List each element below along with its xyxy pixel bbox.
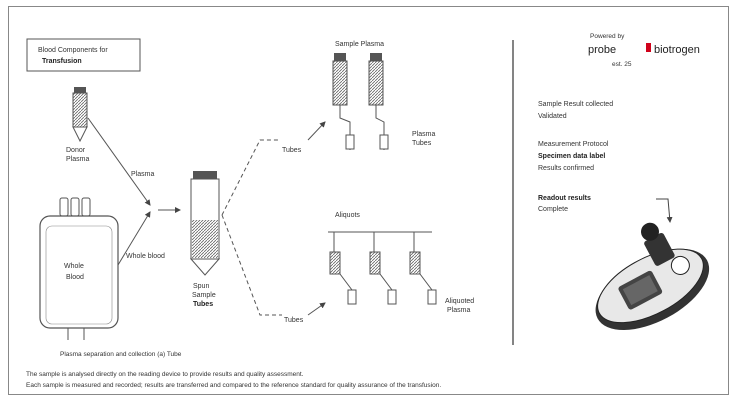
note-line2: Each sample is measured and recorded; re… — [26, 382, 441, 389]
upper-branch-arrow — [307, 121, 326, 141]
top-panel-label-2: Tubes — [412, 140, 432, 147]
centrifuge-tube-icon — [72, 87, 88, 143]
note-line1: The sample is analysed directly on the r… — [26, 371, 304, 378]
donor-tube-label-2: Plasma — [66, 156, 89, 163]
upper-branch — [221, 139, 280, 216]
pipette-icon — [328, 231, 437, 305]
right-text3-line2: Complete — [538, 206, 568, 213]
right-text2-line3: Results confirmed — [538, 165, 594, 172]
center-tube-line2: Sample — [192, 292, 216, 299]
top-panel-label-1: Plasma — [412, 131, 435, 138]
right-text1-line2: Validated — [538, 113, 567, 120]
centrifuge-tube-icon — [332, 53, 384, 106]
lower-arrow-label: Whole blood — [126, 253, 165, 260]
center-tube-line3: Tubes — [193, 301, 213, 308]
lower-branch-arrow — [307, 302, 326, 316]
lower-branch-label: Tubes — [284, 317, 304, 324]
bag-label: Whole — [64, 263, 84, 270]
center-tube-line1: Spun — [193, 283, 209, 290]
upper-arrow-label: Plasma — [131, 171, 154, 178]
top-panel-title: Sample Plasma — [335, 41, 384, 48]
brand-right: biotrogen — [654, 44, 700, 56]
bottom-panel-title: Aliquots — [335, 212, 360, 219]
right-text2-line2: Specimen data label — [538, 153, 605, 160]
upper-branch-label: Tubes — [282, 147, 302, 154]
bottom-panel-label-2: Plasma — [447, 307, 470, 314]
lower-arrow — [117, 211, 151, 266]
brand-left: probe — [588, 44, 616, 56]
header-box: Blood Components for Transfusion — [26, 38, 141, 72]
lower-branch — [221, 214, 282, 316]
blood-bag-icon — [39, 197, 119, 340]
brand-sub: Powered by — [590, 33, 625, 40]
pipette-icon — [339, 105, 389, 150]
bag-label-2: Blood — [66, 274, 84, 281]
handheld-reader-icon — [595, 222, 710, 330]
right-text3-line1: Readout results — [538, 195, 591, 202]
left-footnote: Plasma separation and collection (a) Tub… — [60, 351, 182, 358]
device-pointer — [656, 198, 673, 223]
right-text1-line1: Sample Result collected — [538, 101, 613, 108]
right-text2-line1: Measurement Protocol — [538, 141, 609, 148]
header-line1: Blood Components for — [38, 47, 108, 54]
donor-tube-label: Donor — [66, 147, 86, 154]
centrifuge-tube-icon — [189, 171, 221, 276]
brand-since: est. 25 — [612, 61, 632, 68]
bottom-panel-label-1: Aliquoted — [445, 298, 474, 305]
header-line2: Transfusion — [42, 58, 82, 65]
brand-mark-icon — [646, 43, 651, 52]
upper-arrow — [87, 117, 151, 206]
